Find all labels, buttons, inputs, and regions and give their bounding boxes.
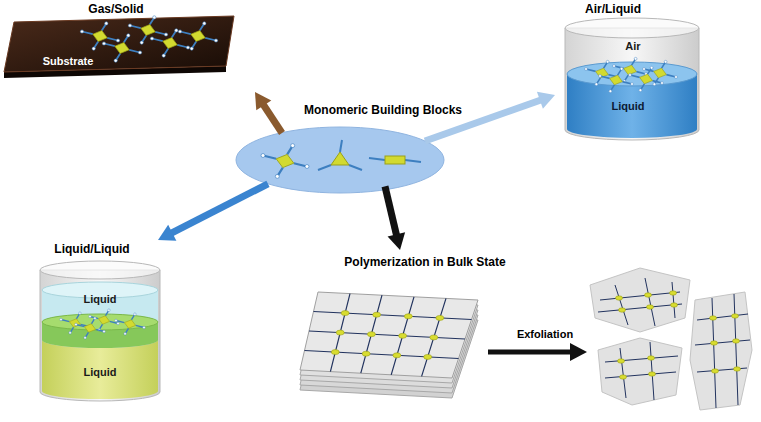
nanosheet: [590, 268, 690, 332]
framework-node: [430, 335, 438, 340]
stack-top-layer: [300, 292, 478, 378]
monomer: [115, 313, 146, 335]
node-heading: Monomeric Building Blocks: [304, 104, 462, 118]
framework-node: [619, 308, 626, 312]
cylinder-rim: [565, 18, 699, 38]
node-heading: Liquid/Liquid: [54, 243, 129, 257]
monomer: [102, 34, 141, 62]
node-text: Liquid: [84, 293, 117, 306]
block-arrow: [255, 92, 282, 133]
node-heading: Polymerization in Bulk State: [344, 256, 505, 270]
framework-node: [711, 341, 718, 345]
nanosheet-grid: [598, 278, 682, 326]
nanosheet: [690, 292, 752, 410]
monomer: [599, 67, 634, 92]
framework-nodes: [331, 311, 444, 360]
diagram-node: Monomeric Building Blocks: [232, 100, 468, 196]
nanosheet-grid: [695, 294, 750, 408]
framework-node: [647, 305, 654, 309]
framework-node: [616, 296, 623, 300]
glass-cylinder: [565, 28, 699, 140]
monomer: [60, 312, 91, 334]
node-text: Liquid: [612, 100, 645, 113]
block-arrow: [385, 186, 405, 250]
framework-node: [618, 359, 625, 363]
diagram-node: Liquid/LiquidLiquidLiquid: [35, 240, 168, 406]
arrow-shaft: [385, 186, 397, 235]
framework-node: [436, 315, 444, 320]
framework-node: [362, 351, 370, 356]
framework-node: [710, 316, 717, 320]
arrow-head: [388, 232, 406, 250]
framework-node: [732, 314, 739, 318]
diagram-node: Air/LiquidAirLiquid: [555, 0, 712, 145]
framework-node: [734, 367, 741, 371]
framework-node: [645, 293, 652, 297]
monomer: [75, 317, 106, 339]
framework-node: [336, 330, 344, 335]
framework-node: [341, 311, 349, 316]
framework-node: [712, 369, 719, 373]
block-arrow: [158, 184, 268, 241]
framework-node: [671, 303, 678, 307]
exfoliation-arrow-shaft: [488, 350, 571, 355]
monomer: [178, 22, 217, 50]
arrow-head: [255, 92, 271, 110]
framework-node: [367, 332, 375, 337]
tetra-monomer: [261, 144, 309, 179]
node-heading: Air/Liquid: [585, 3, 641, 17]
nanosheet-nodes: [616, 291, 741, 379]
lower-liquid: [42, 340, 158, 399]
arrow-head: [158, 225, 176, 241]
framework-node: [404, 314, 412, 319]
diagram-node: Polymerization in Bulk State: [292, 250, 512, 402]
framework-node: [649, 372, 656, 376]
nanosheet-grid: [605, 342, 678, 400]
tri-monomer-core: [331, 152, 349, 165]
node-text: Substrate: [43, 55, 94, 68]
framework-node: [648, 356, 655, 360]
monomer: [128, 16, 167, 44]
arrow-shaft: [171, 184, 268, 233]
arrow-shaft: [263, 105, 282, 133]
cylinder-rim: [40, 261, 160, 279]
framework-node: [393, 353, 401, 358]
exfoliation-arrow-head: [570, 343, 587, 361]
nanosheet: [598, 338, 682, 405]
glass-cylinder: [40, 270, 160, 401]
process-label: Exfoliation: [517, 328, 573, 341]
framework-node: [670, 291, 677, 295]
node-text: Air: [625, 40, 640, 53]
framework-node: [733, 339, 740, 343]
monomer: [629, 66, 664, 91]
tri-monomer-arms: [318, 140, 362, 170]
framework-node: [399, 333, 407, 338]
node-heading: Gas/Solid: [88, 3, 143, 17]
framework-grid: [305, 294, 472, 377]
node-text: Liquid: [84, 366, 117, 379]
framework-node: [620, 375, 627, 379]
framework-node: [373, 312, 381, 317]
framework-node: [424, 354, 432, 359]
framework-node: [331, 350, 339, 355]
diagram-node: Gas/SolidSubstrate: [2, 2, 264, 92]
substrate-slab: [4, 16, 234, 72]
arrow-head: [537, 92, 555, 109]
linear-monomer-core: [385, 156, 405, 164]
